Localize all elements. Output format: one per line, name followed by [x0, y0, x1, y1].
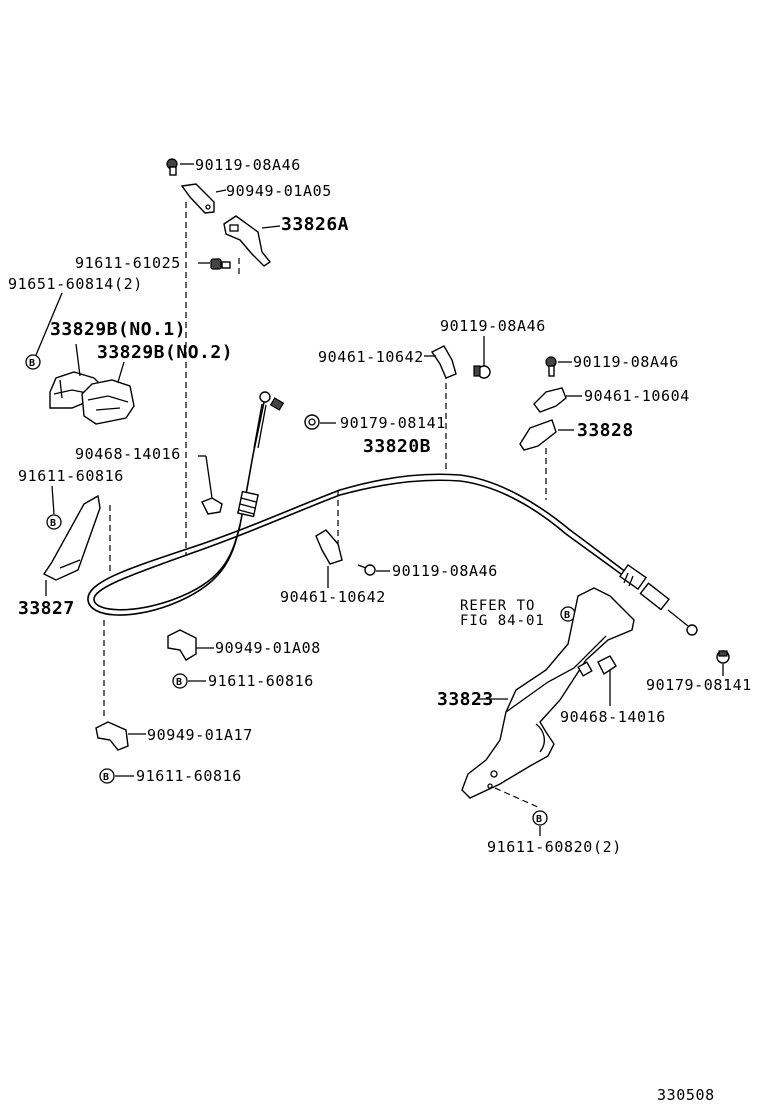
circle-b-b	[99, 768, 134, 784]
circle-b-letter: B	[176, 677, 182, 688]
label-90461-10642-low: 90461-10642	[280, 588, 386, 606]
label-90179-08141-mid: 90179-08141	[340, 414, 446, 432]
label-33826a: 33826A	[281, 214, 349, 235]
label-91651-60814: 91651-60814(2)	[8, 275, 143, 293]
label-90119-right: 90119-08A46	[573, 353, 679, 371]
clamp-90461-10642-top	[424, 345, 457, 379]
bracket-33827	[42, 494, 101, 596]
bolt-90119-top	[166, 158, 194, 176]
nut-90179-08141-mid	[304, 414, 336, 430]
label-90179-08141-right: 90179-08141	[646, 676, 752, 694]
bracket-33826a	[223, 215, 281, 267]
label-90119-mid: 90119-08A46	[440, 317, 546, 335]
circle-b-letter: B	[29, 358, 35, 369]
pedal-bracket-33823	[461, 587, 635, 799]
circle-b-letter: B	[103, 772, 109, 783]
clamp-90461-10604	[533, 387, 582, 413]
label-90949-01a05: 90949-01A05	[226, 182, 332, 200]
label-33827: 33827	[18, 598, 75, 619]
label-91611-60816-a: 91611-60816	[208, 672, 314, 690]
label-91611-60816-left: 91611-60816	[18, 467, 124, 485]
label-91611-61025: 91611-61025	[75, 254, 181, 272]
circle-b-bottom	[532, 810, 548, 836]
label-90119-top: 90119-08A46	[195, 156, 301, 174]
label-33829b-no2: 33829B(NO.2)	[97, 342, 233, 363]
bracket-33829b-no2	[81, 361, 135, 425]
label-91611-60820: 91611-60820(2)	[487, 838, 622, 856]
clip-90468-14016-left	[198, 455, 223, 515]
clamp-90949-01a08	[167, 629, 214, 661]
label-90461-10604: 90461-10604	[584, 387, 690, 405]
label-90949-01a08: 90949-01A08	[215, 639, 321, 657]
label-90949-01a17: 90949-01A17	[147, 726, 253, 744]
label-90468-14016-right: 90468-14016	[560, 708, 666, 726]
label-90461-10642-top: 90461-10642	[318, 348, 424, 366]
nut-90179-08141-right	[716, 650, 730, 676]
bolt-90119-low	[357, 564, 390, 576]
label-33829b-no1: 33829B(NO.1)	[50, 319, 186, 340]
leader-91651	[25, 292, 63, 370]
circle-b-letter: B	[50, 518, 56, 529]
circle-b-a	[172, 673, 206, 689]
bracket-33828	[519, 419, 574, 451]
part-labels: 90119-08A46 90949-01A05 33826A 91611-610…	[8, 156, 752, 1104]
label-33823: 33823	[437, 689, 494, 710]
cable-33820b	[87, 391, 698, 636]
diagram-code: 330508	[657, 1086, 715, 1104]
nut-91611-61025	[198, 258, 231, 270]
label-33828: 33828	[577, 420, 634, 441]
bolt-90119-right	[545, 356, 572, 377]
circle-b-letter: B	[564, 610, 570, 621]
label-refer-to: REFER TO	[460, 598, 535, 614]
label-33820b: 33820B	[363, 436, 431, 457]
label-90468-14016-left: 90468-14016	[75, 445, 181, 463]
label-91611-60816-b: 91611-60816	[136, 767, 242, 785]
clamp-90461-10642-low	[315, 529, 343, 588]
label-90119-low: 90119-08A46	[392, 562, 498, 580]
assembly-guide-lines	[103, 202, 547, 809]
circle-b-letters: B B B B B B	[29, 358, 570, 825]
label-fig-84-01: FIG 84-01	[460, 613, 545, 629]
clip-90468-14016-right	[597, 655, 617, 706]
circle-b-left	[46, 485, 62, 530]
bolt-90119-mid	[473, 336, 491, 379]
circle-b-letter: B	[536, 814, 542, 825]
clamp-90949-01a05	[180, 183, 227, 214]
clamp-90949-01a17	[95, 721, 146, 751]
